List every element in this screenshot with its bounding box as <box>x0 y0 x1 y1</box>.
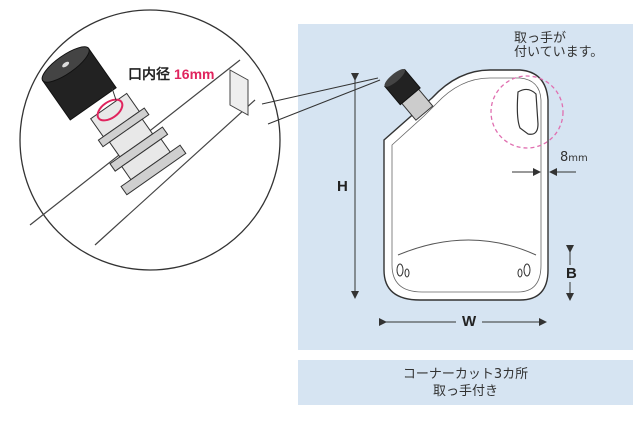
handle-callout-line2: 付いています。 <box>514 45 604 60</box>
zoom-callout-line-top <box>261 77 379 105</box>
zoom-detail-circle <box>19 9 281 271</box>
caption-box: コーナーカット3カ所 取っ手付き <box>298 360 633 405</box>
handle-callout: 取っ手が 付いています。 <box>514 32 603 60</box>
inner-diameter-marker <box>96 98 124 122</box>
handle-highlight-circle <box>490 75 564 149</box>
caption-line2: 取っ手付き <box>432 383 498 399</box>
thickness-value: 8 <box>560 150 569 165</box>
inner-diameter-value: 16mm <box>174 66 215 82</box>
thickness-unit: mm <box>568 153 588 164</box>
width-label: W <box>456 313 483 330</box>
zoom-callout-line-bottom <box>267 79 381 125</box>
spout-illustration <box>89 92 187 196</box>
handle-callout-line1: 取っ手が <box>514 31 567 46</box>
caption-line1: コーナーカット3カ所 <box>402 366 529 382</box>
inner-diameter-text: 口内径 <box>128 66 170 82</box>
pouch-illustration <box>383 68 549 301</box>
bottom-label: B <box>564 265 579 282</box>
thickness-label: 8mm <box>560 150 588 165</box>
height-label: H <box>337 178 348 195</box>
cap-illustration <box>41 46 117 121</box>
